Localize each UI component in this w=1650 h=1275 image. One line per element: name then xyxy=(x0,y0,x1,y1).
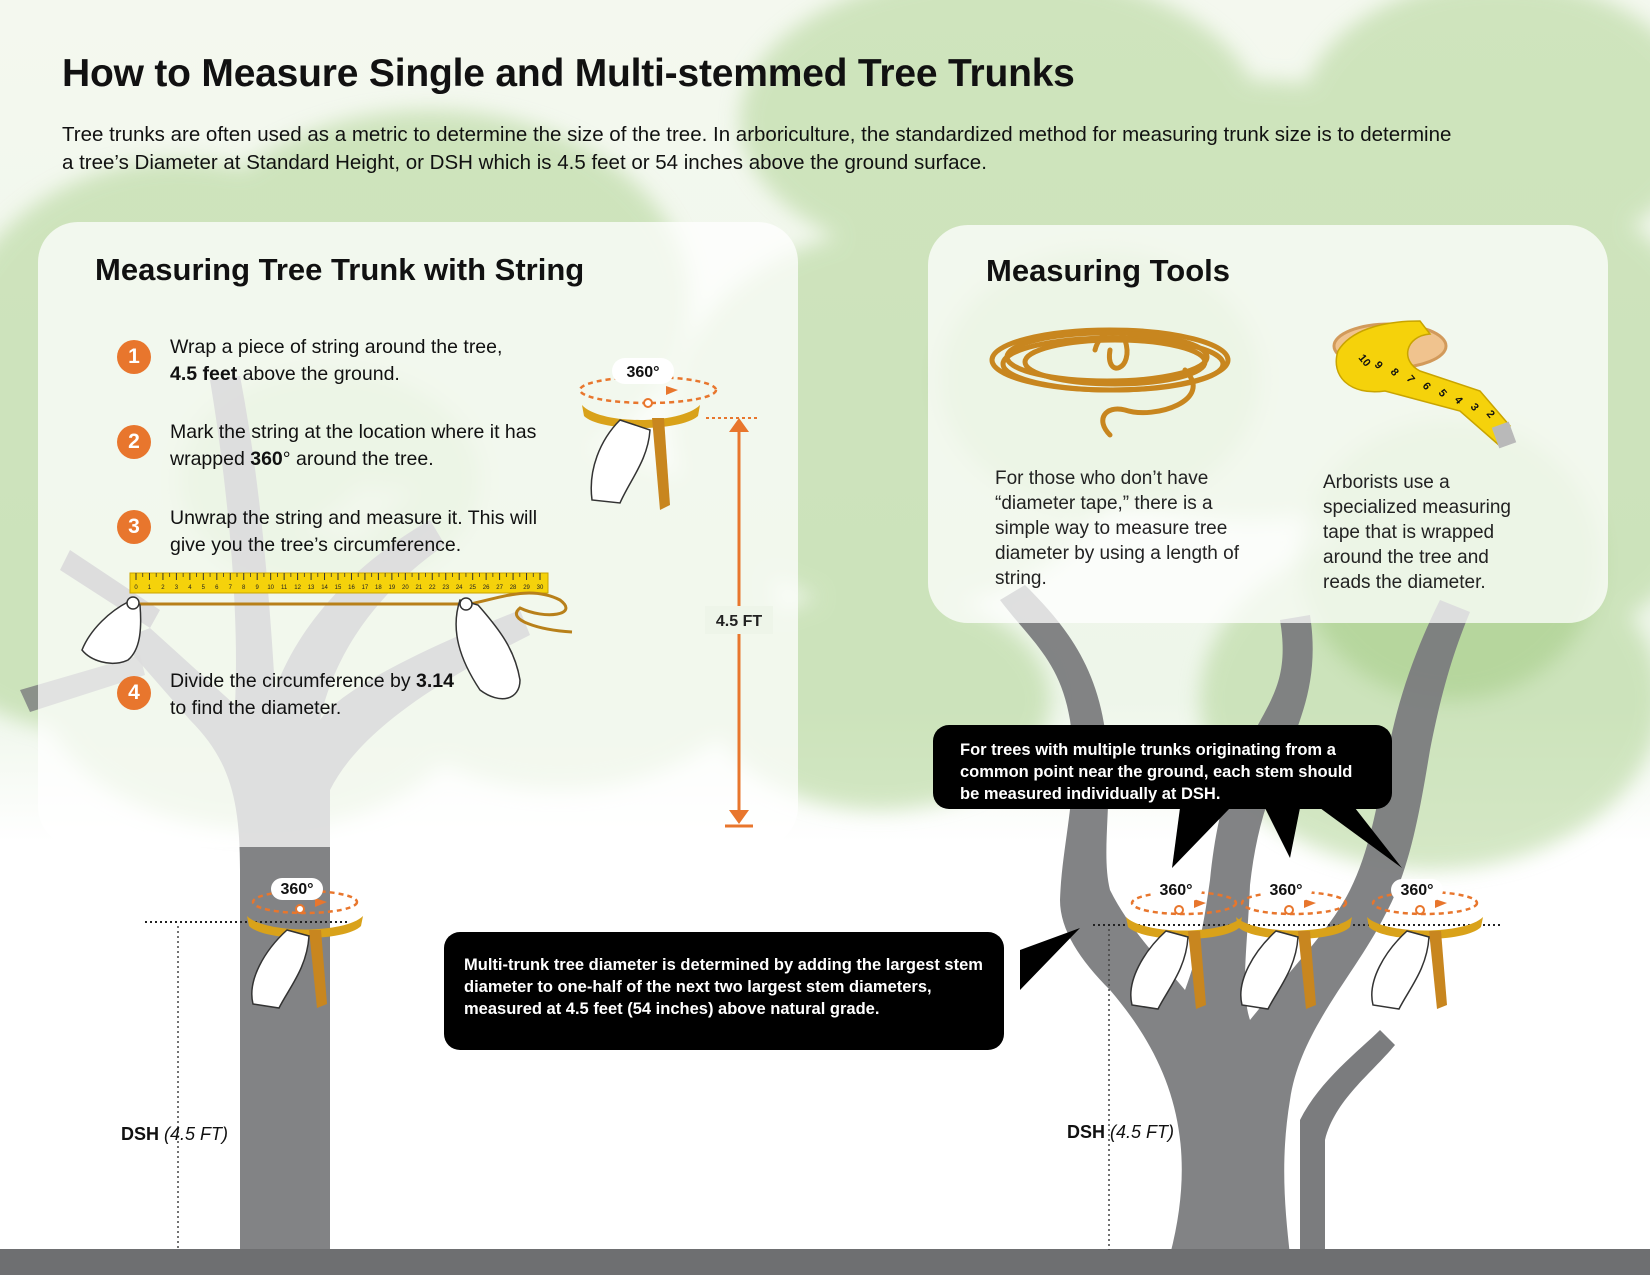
ruler-tick-label: 20 xyxy=(402,585,409,591)
rotation-label: 360° xyxy=(1159,882,1192,899)
ruler-tick-label: 24 xyxy=(456,585,463,591)
ruler-tick-label: 18 xyxy=(375,585,382,591)
tools-panel-title: Measuring Tools xyxy=(986,253,1231,288)
ruler-tick-label: 9 xyxy=(256,585,260,591)
intro-paragraph: Tree trunks are often used as a metric t… xyxy=(62,123,1452,174)
ruler-tick-label: 26 xyxy=(483,585,490,591)
ruler-tick-label: 10 xyxy=(267,585,274,591)
ruler-tick-label: 0 xyxy=(134,585,138,591)
ruler-tick-label: 7 xyxy=(229,585,233,591)
ruler-tick-label: 19 xyxy=(389,585,396,591)
ruler-tick-label: 8 xyxy=(242,585,246,591)
step-4-text: Divide the circumference by 3.14 to find… xyxy=(170,670,454,719)
ruler-tick-label: 22 xyxy=(429,585,436,591)
trunk-wrap-indicator: 360° xyxy=(1236,879,1352,1010)
ruler-tick-label: 6 xyxy=(215,585,219,591)
height-arrow xyxy=(705,417,773,828)
ruler-tick-label: 2 xyxy=(161,585,165,591)
step-2-number: 2 xyxy=(117,425,151,459)
step-3-text: Unwrap the string and measure it. This w… xyxy=(170,507,538,556)
ruler-tick-label: 15 xyxy=(335,585,342,591)
string-method-panel xyxy=(38,222,798,847)
ruler-tick-label: 4 xyxy=(188,585,192,591)
string-wrap-illustration: 360° xyxy=(578,358,718,510)
tail-3 xyxy=(1320,808,1402,868)
rotation-label: 360° xyxy=(1269,882,1302,899)
trunk-wrap-indicator: 360° xyxy=(1367,879,1483,1010)
ruler-tick-label: 25 xyxy=(469,585,476,591)
tape-tool-text: Arborists use a specialized measuring ta… xyxy=(1323,472,1511,593)
ruler-tick-label: 12 xyxy=(294,585,301,591)
multi-trunk-bubble: For trees with multiple trunks originati… xyxy=(933,725,1392,809)
hand-right xyxy=(455,597,521,700)
string-panel-title: Measuring Tree Trunk with String xyxy=(95,252,585,287)
ruler-tick-label: 16 xyxy=(348,585,355,591)
ruler-tick-label: 14 xyxy=(321,585,328,591)
step-1-text: Wrap a piece of string around the tree, … xyxy=(170,336,503,385)
dsh-label-right: DSH (4.5 FT) xyxy=(1067,1122,1175,1142)
hand-left xyxy=(81,596,142,664)
ruler-tick-label: 11 xyxy=(281,585,288,591)
page-title: How to Measure Single and Multi-stemmed … xyxy=(62,52,1075,95)
ground xyxy=(0,1249,1650,1275)
rotation-label: 360° xyxy=(280,881,313,898)
string-tool-text: For those who don’t have “diameter tape,… xyxy=(995,468,1239,589)
step-4-number: 4 xyxy=(117,676,151,710)
dsh-label-left: DSH (4.5 FT) xyxy=(121,1124,229,1144)
rotation-label: 360° xyxy=(1400,882,1433,899)
step-3-number: 3 xyxy=(117,510,151,544)
ruler-tick-label: 13 xyxy=(308,585,315,591)
ruler-tick-label: 21 xyxy=(415,585,422,591)
ruler-tick-label: 17 xyxy=(362,585,369,591)
tail-2 xyxy=(1265,808,1300,858)
ruler-tick-label: 28 xyxy=(510,585,517,591)
trunk-wrap-indicator: 360° xyxy=(1126,879,1242,1010)
ruler-tick-label: 29 xyxy=(523,585,530,591)
step-2-text: Mark the string at the location where it… xyxy=(170,421,537,470)
ruler-tick-label: 27 xyxy=(496,585,503,591)
ruler-tick-label: 1 xyxy=(148,585,152,591)
height-label: 4.5 FT xyxy=(716,613,762,630)
string-coil-icon xyxy=(989,327,1231,438)
ruler-tick-label: 3 xyxy=(175,585,179,591)
trunk-wrap-indicator: 360° xyxy=(247,878,363,1009)
tail-formula xyxy=(1020,928,1080,990)
formula-bubble: Multi-trunk tree diameter is determined … xyxy=(444,932,1004,1050)
rotation-label: 360° xyxy=(626,364,659,381)
step-1-number: 1 xyxy=(117,340,151,374)
multi-trunk-tree xyxy=(1000,585,1470,1255)
tail-1 xyxy=(1172,808,1230,868)
ruler-tick-label: 30 xyxy=(537,585,544,591)
ruler-tick-label: 23 xyxy=(442,585,449,591)
ruler-tick-label: 5 xyxy=(202,585,206,591)
